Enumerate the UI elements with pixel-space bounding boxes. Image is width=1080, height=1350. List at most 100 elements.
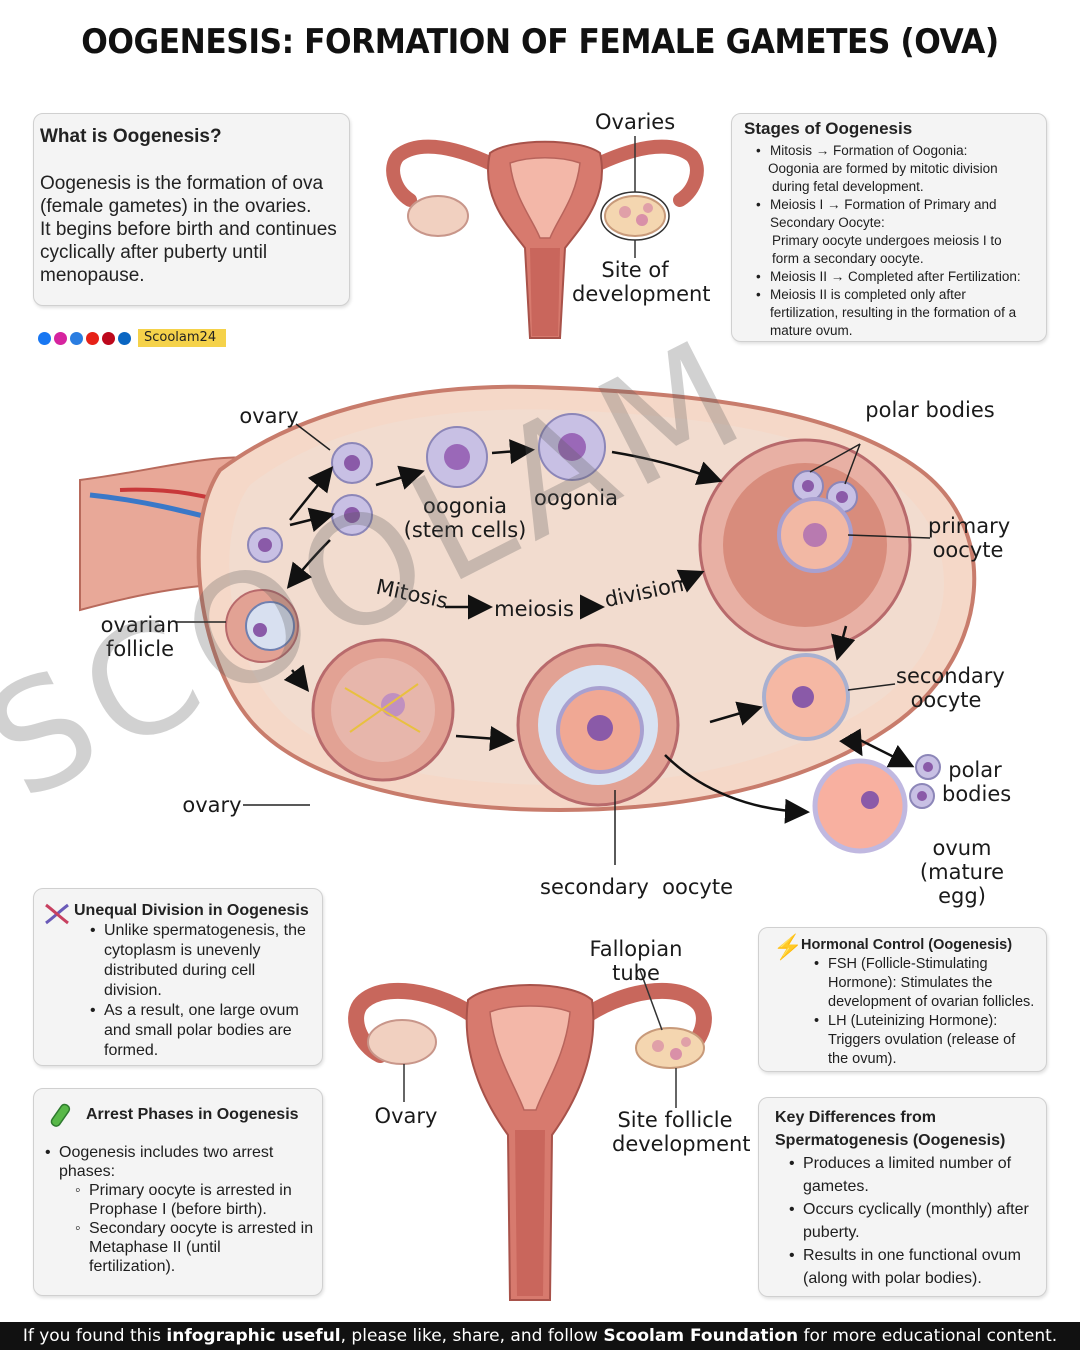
stage-line: Primary oocyte undergoes meiosis I to xyxy=(772,233,1002,248)
brand-name[interactable]: Scoolam24 xyxy=(138,329,227,347)
right-ovary-follicle xyxy=(636,214,648,226)
primary-oocyte-line2: oocyte xyxy=(932,538,1004,563)
site-follicle-line1: Site follicle xyxy=(617,1108,733,1132)
cervix xyxy=(530,248,560,336)
stage-item: Meiosis I → Formation of Primary and Sec… xyxy=(756,196,1040,268)
unequal-line: division. xyxy=(104,982,162,999)
arrow xyxy=(283,664,310,692)
oogonia-stem-line1: oogonia xyxy=(423,494,507,518)
ovary-bottom-uterus-label: Ovary xyxy=(374,1104,438,1128)
stage-line: mature ovum. xyxy=(770,323,853,338)
secondary-oocyte-right-line1: secondary xyxy=(896,664,1005,688)
fallopian-pointer xyxy=(639,969,663,1031)
arrest-sub-line: fertilization). xyxy=(89,1258,176,1275)
footer-text: for more educational content. xyxy=(798,1326,1058,1346)
unequal-line: Unlike spermatogenesis, the xyxy=(104,922,306,939)
arrow xyxy=(491,439,535,465)
unequal-line: As a result, one large ovum xyxy=(104,1002,299,1019)
key-differences-card: Key Differences from Spermatogenesis (Oo… xyxy=(758,1097,1047,1297)
stages-card: Stages of Oogenesis Mitosis → Formation … xyxy=(731,113,1047,342)
unequal-line: cytoplasm is unevenly xyxy=(104,942,261,959)
unequal-line: distributed during cell xyxy=(104,962,256,979)
stage-lead: Meiosis II is completed only after xyxy=(770,287,966,302)
key-line: Occurs cyclically (monthly) after xyxy=(803,1201,1029,1218)
arrest-sub-line: Metaphase II (until xyxy=(89,1239,221,1256)
key-line: Results in one functional ovum xyxy=(803,1247,1021,1264)
site-of-development-label: Site of development xyxy=(572,258,711,307)
facebook-icon[interactable] xyxy=(38,331,51,345)
unequal-heading: Unequal Division in Oogenesis xyxy=(74,902,309,919)
x-icon[interactable] xyxy=(70,331,83,345)
ovum-label: ovum (mature egg) xyxy=(900,836,1024,908)
instagram-icon[interactable] xyxy=(54,331,67,345)
what-is-line: menopause. xyxy=(40,265,145,286)
stage-item: Mitosis → Formation of Oogonia: Oogonia … xyxy=(756,142,1040,196)
stage-line: Secondary Oocyte: xyxy=(770,215,885,230)
footer-bold: infographic useful xyxy=(166,1326,341,1346)
stage-lead: Meiosis I → Formation of Primary and xyxy=(770,197,997,212)
hormonal-line: LH (Luteinizing Hormone): xyxy=(828,1013,998,1029)
key-line: (along with polar bodies). xyxy=(803,1270,982,1287)
hormonal-line: FSH (Follicle-Stimulating xyxy=(828,956,988,972)
key-heading: Key Differences from xyxy=(775,1109,936,1126)
footer-banner: If you found this infographic useful, pl… xyxy=(0,1322,1080,1350)
stage-line: during fetal development. xyxy=(772,179,924,194)
key-item: Produces a limited number of gametes. xyxy=(789,1152,1043,1198)
polar-bodies-right-line2: bodies xyxy=(942,782,1012,807)
lightning-icon: ⚡ xyxy=(773,934,803,961)
arrest-item: Oogenesis includes two arrest phases: Pr… xyxy=(45,1143,319,1276)
arrow xyxy=(455,726,515,751)
right-ovary xyxy=(604,195,666,237)
footer-brand-link[interactable]: Scoolam Foundation xyxy=(603,1326,799,1346)
left-fallopian-tube xyxy=(386,139,507,207)
arrest-sub-line: Primary oocyte is arrested in xyxy=(89,1182,292,1199)
ovarian-follicle-label: ovarian follicle xyxy=(98,613,182,661)
arrow xyxy=(611,450,723,486)
left-fallopian-tube xyxy=(348,982,488,1063)
stage-lead: Meiosis II → Completed after Fertilizati… xyxy=(770,269,1021,284)
hormonal-item: FSH (Follicle-Stimulating Hormone): Stim… xyxy=(814,955,1042,1012)
key-line: puberty. xyxy=(803,1224,860,1241)
secondary-oocyte-bottom-label: secondary oocyte xyxy=(540,875,733,899)
top-uterus-illustration xyxy=(386,136,704,339)
arrow xyxy=(286,539,331,589)
youtube-icon[interactable] xyxy=(86,331,99,345)
key-line: Produces a limited number of xyxy=(803,1155,1012,1172)
what-is-line: It begins before birth and continues xyxy=(40,219,337,240)
primary-oocyte-line1: primary xyxy=(928,514,1011,538)
what-is-line: cyclically after puberty until xyxy=(40,242,268,263)
pinterest-icon[interactable] xyxy=(102,331,115,345)
stage-lead: Mitosis → Formation of Oogonia: xyxy=(770,143,968,158)
what-is-heading: What is Oogenesis? xyxy=(40,126,222,147)
right-ovary-follicle xyxy=(643,203,653,213)
key-heading: Spermatogenesis (Oogenesis) xyxy=(775,1132,1006,1149)
hormonal-control-card: ⚡ Hormonal Control (Oogenesis) FSH (Foll… xyxy=(758,927,1047,1072)
arrest-intro-line: Oogenesis includes two arrest xyxy=(59,1144,274,1161)
arrow xyxy=(289,466,334,521)
site-follicle-label: Site follicle development xyxy=(612,1108,751,1156)
hormonal-item: LH (Luteinizing Hormone): Triggers ovula… xyxy=(814,1012,1042,1069)
dna-icon xyxy=(44,903,70,925)
unequal-line: and small polar bodies are xyxy=(104,1022,292,1039)
linkedin-icon[interactable] xyxy=(118,331,131,345)
arrow xyxy=(289,507,335,532)
unequal-division-card: Unequal Division in Oogenesis Unlike spe… xyxy=(33,888,323,1066)
uterus-cavity xyxy=(489,1005,571,1111)
key-item: Occurs cyclically (monthly) after pubert… xyxy=(789,1198,1043,1244)
ovary-top-label: ovary xyxy=(239,404,299,428)
arrow xyxy=(839,728,863,757)
hormonal-heading: Hormonal Control (Oogenesis) xyxy=(801,937,1013,953)
uterus-cavity xyxy=(509,157,581,239)
what-is-card: What is Oogenesis? Oogenesis is the form… xyxy=(33,113,350,306)
primary-oocyte-label: primary oocyte xyxy=(928,514,1011,563)
oogonia-stem-label: oogonia (stem cells) xyxy=(400,494,530,542)
key-item: Results in one functional ovum (along wi… xyxy=(789,1244,1043,1290)
hormonal-line: Triggers ovulation (release of xyxy=(828,1032,1016,1048)
arrow xyxy=(709,701,763,726)
secondary-oocyte-right-line2: oocyte xyxy=(910,688,982,713)
arrest-subitem: Primary oocyte is arrested in Prophase I… xyxy=(75,1181,319,1219)
hormonal-line: development of ovarian follicles. xyxy=(828,994,1035,1010)
oogonia-stem-line2: (stem cells) xyxy=(403,518,527,543)
key-line: gametes. xyxy=(803,1178,869,1195)
polar-bodies-right-label: polar bodies xyxy=(942,758,1012,807)
